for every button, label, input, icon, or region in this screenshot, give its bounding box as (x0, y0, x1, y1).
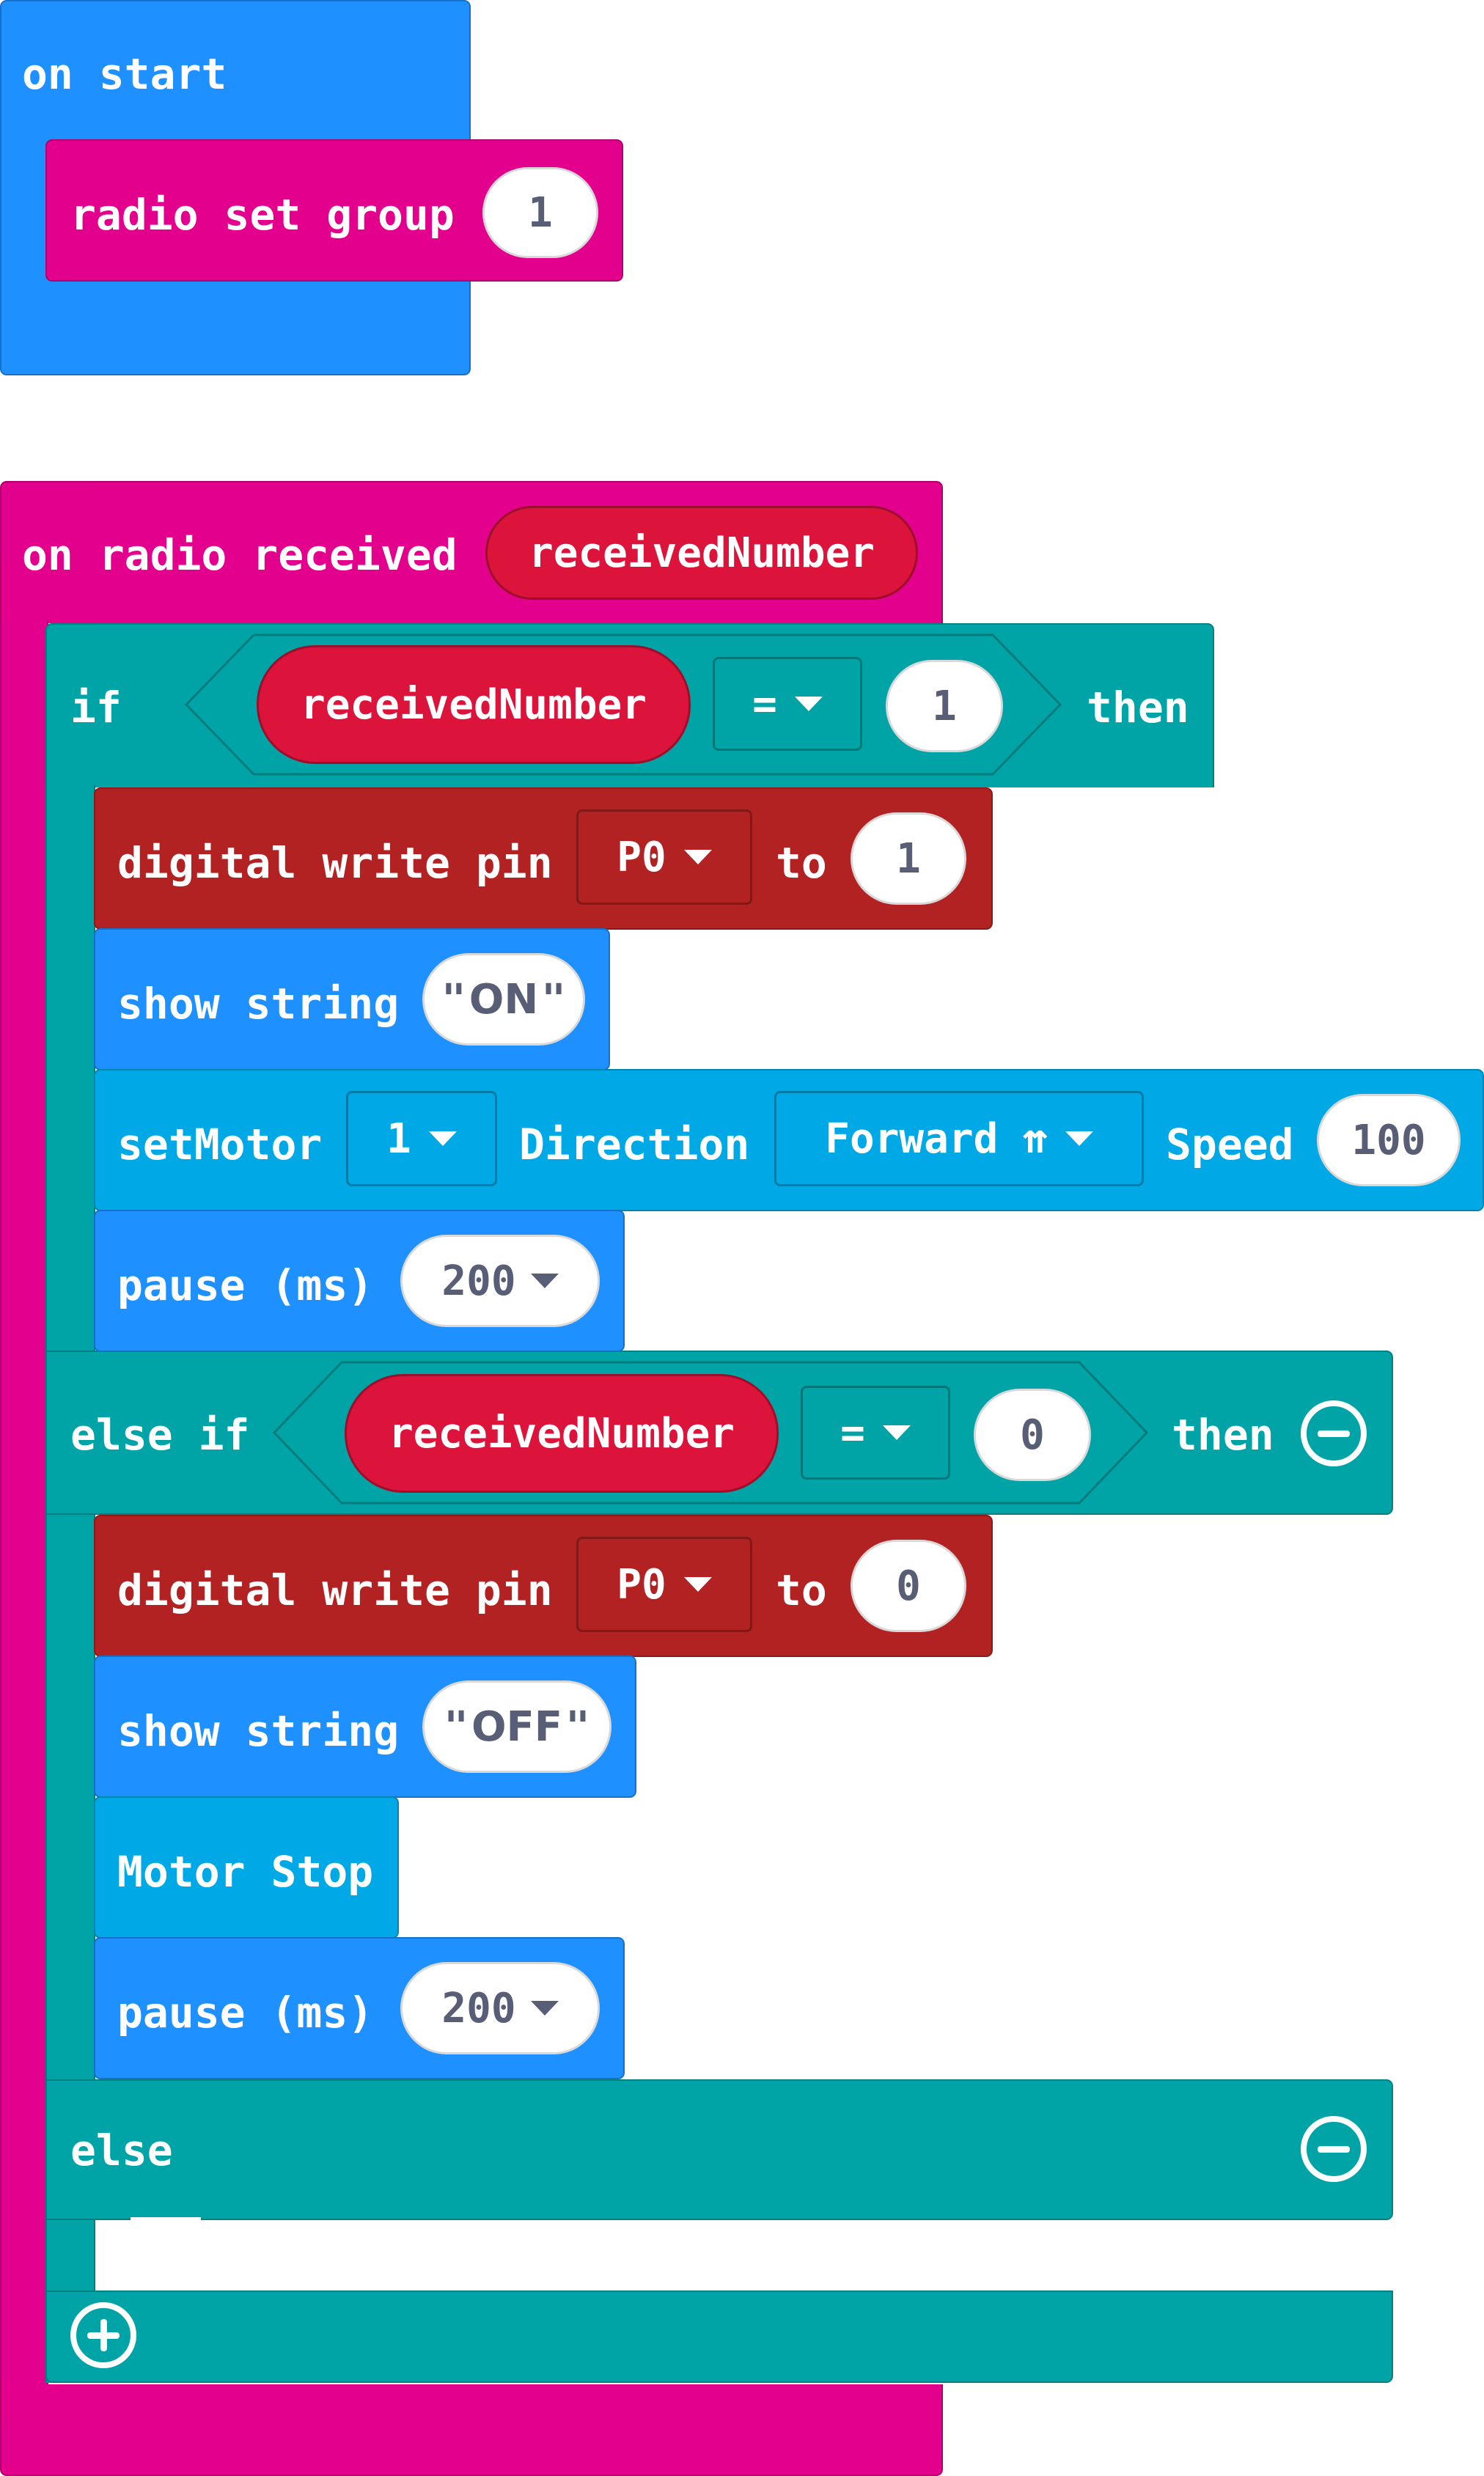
radio-set-group-label: radio set group (70, 190, 455, 240)
on-radio-received-label: on radio received (22, 530, 458, 580)
if-digital-write-block[interactable] (94, 787, 993, 930)
remove-circle-icon[interactable] (1301, 1400, 1367, 1466)
else-if-pin-dropdown[interactable]: P0 (576, 1537, 752, 1632)
if-show-string-text: ON (469, 975, 539, 1024)
motor-number-text: 1 (386, 1114, 411, 1163)
direction-dropdown[interactable]: Forward ⇈ (774, 1091, 1144, 1186)
remove-circle-icon[interactable] (1301, 2116, 1367, 2182)
if-else-footer (45, 2291, 1393, 2383)
else-if-to-label: to (776, 1565, 827, 1615)
close-quote-text: " (541, 975, 566, 1024)
on-radio-received-spine (0, 620, 48, 2406)
dropdown-arrow-icon (683, 1577, 712, 1592)
else-if-show-string-input[interactable]: " OFF " (422, 1680, 611, 1773)
speed-label: Speed (1166, 1120, 1294, 1169)
dropdown-arrow-icon (794, 697, 823, 711)
received-number-param[interactable]: receivedNumber (485, 506, 918, 600)
if-pause-label: pause (ms) (117, 1260, 374, 1310)
on-start-label: on start (22, 49, 227, 99)
motor-stop-label: Motor Stop (117, 1847, 374, 1897)
dropdown-arrow-icon (683, 850, 712, 864)
else-if-pin-text: P0 (617, 1560, 666, 1609)
if-show-string-label: show string (117, 979, 400, 1029)
if-then-keyword: then (1087, 683, 1189, 732)
if-show-string-block[interactable] (94, 928, 610, 1070)
speed-value-input[interactable]: 100 (1317, 1094, 1461, 1186)
if-condition-left-variable[interactable]: receivedNumber (257, 645, 691, 764)
on-radio-received-footer (0, 2384, 943, 2476)
else-if-pause-label: pause (ms) (117, 1988, 374, 2038)
dropdown-arrow-icon (530, 1274, 559, 1288)
set-motor-label: setMotor (117, 1120, 323, 1169)
if-operator-text: = (752, 680, 777, 728)
else-if-show-string-text: OFF (471, 1702, 563, 1751)
empty-else-slot (131, 2217, 201, 2235)
if-pause-value-dropdown[interactable]: 200 (400, 1235, 600, 1327)
if-pin-dropdown[interactable]: P0 (576, 809, 752, 905)
else-if-digital-write-label: digital write pin (117, 1565, 553, 1615)
open-quote-text: " (444, 1702, 469, 1751)
else-keyword: else (70, 2126, 173, 2175)
if-pause-value-text: 200 (441, 1257, 516, 1305)
dropdown-arrow-icon (428, 1131, 457, 1146)
else-header (45, 2079, 1393, 2220)
dropdown-arrow-icon (882, 1425, 911, 1440)
direction-text: Forward ⇈ (825, 1114, 1048, 1163)
open-quote-text: " (441, 975, 466, 1024)
else-if-pause-value-dropdown[interactable]: 200 (400, 1962, 600, 2054)
direction-label: Direction (519, 1120, 750, 1169)
close-quote-text: " (565, 1702, 590, 1751)
if-pin-text: P0 (617, 833, 666, 881)
else-if-keyword: else if (70, 1410, 250, 1460)
radio-group-value-input[interactable]: 1 (482, 167, 598, 258)
dropdown-arrow-icon (1065, 1131, 1093, 1146)
if-show-string-input[interactable]: " ON " (422, 953, 585, 1046)
else-if-operator-text: = (840, 1408, 865, 1457)
else-if-digital-write-block[interactable] (94, 1515, 993, 1657)
else-if-then-keyword: then (1172, 1410, 1274, 1460)
else-if-condition-left-variable[interactable]: receivedNumber (345, 1374, 779, 1493)
else-if-comparison-operator-dropdown[interactable]: = (801, 1386, 950, 1480)
dropdown-arrow-icon (530, 2001, 559, 2016)
motor-number-dropdown[interactable]: 1 (346, 1091, 497, 1186)
add-circle-icon[interactable] (70, 2302, 136, 2368)
motor-stop-block[interactable] (94, 1796, 399, 1939)
if-to-label: to (776, 838, 827, 888)
if-comparison-operator-dropdown[interactable]: = (713, 657, 862, 751)
if-condition-right-value[interactable]: 1 (886, 660, 1003, 752)
if-keyword: if (70, 683, 122, 732)
else-if-show-string-label: show string (117, 1706, 400, 1756)
else-if-digital-write-value[interactable]: 0 (851, 1540, 966, 1632)
if-digital-write-label: digital write pin (117, 838, 553, 888)
else-if-condition-right-value[interactable]: 0 (974, 1389, 1091, 1481)
else-if-pause-value-text: 200 (441, 1984, 516, 2032)
if-digital-write-value[interactable]: 1 (851, 812, 966, 905)
